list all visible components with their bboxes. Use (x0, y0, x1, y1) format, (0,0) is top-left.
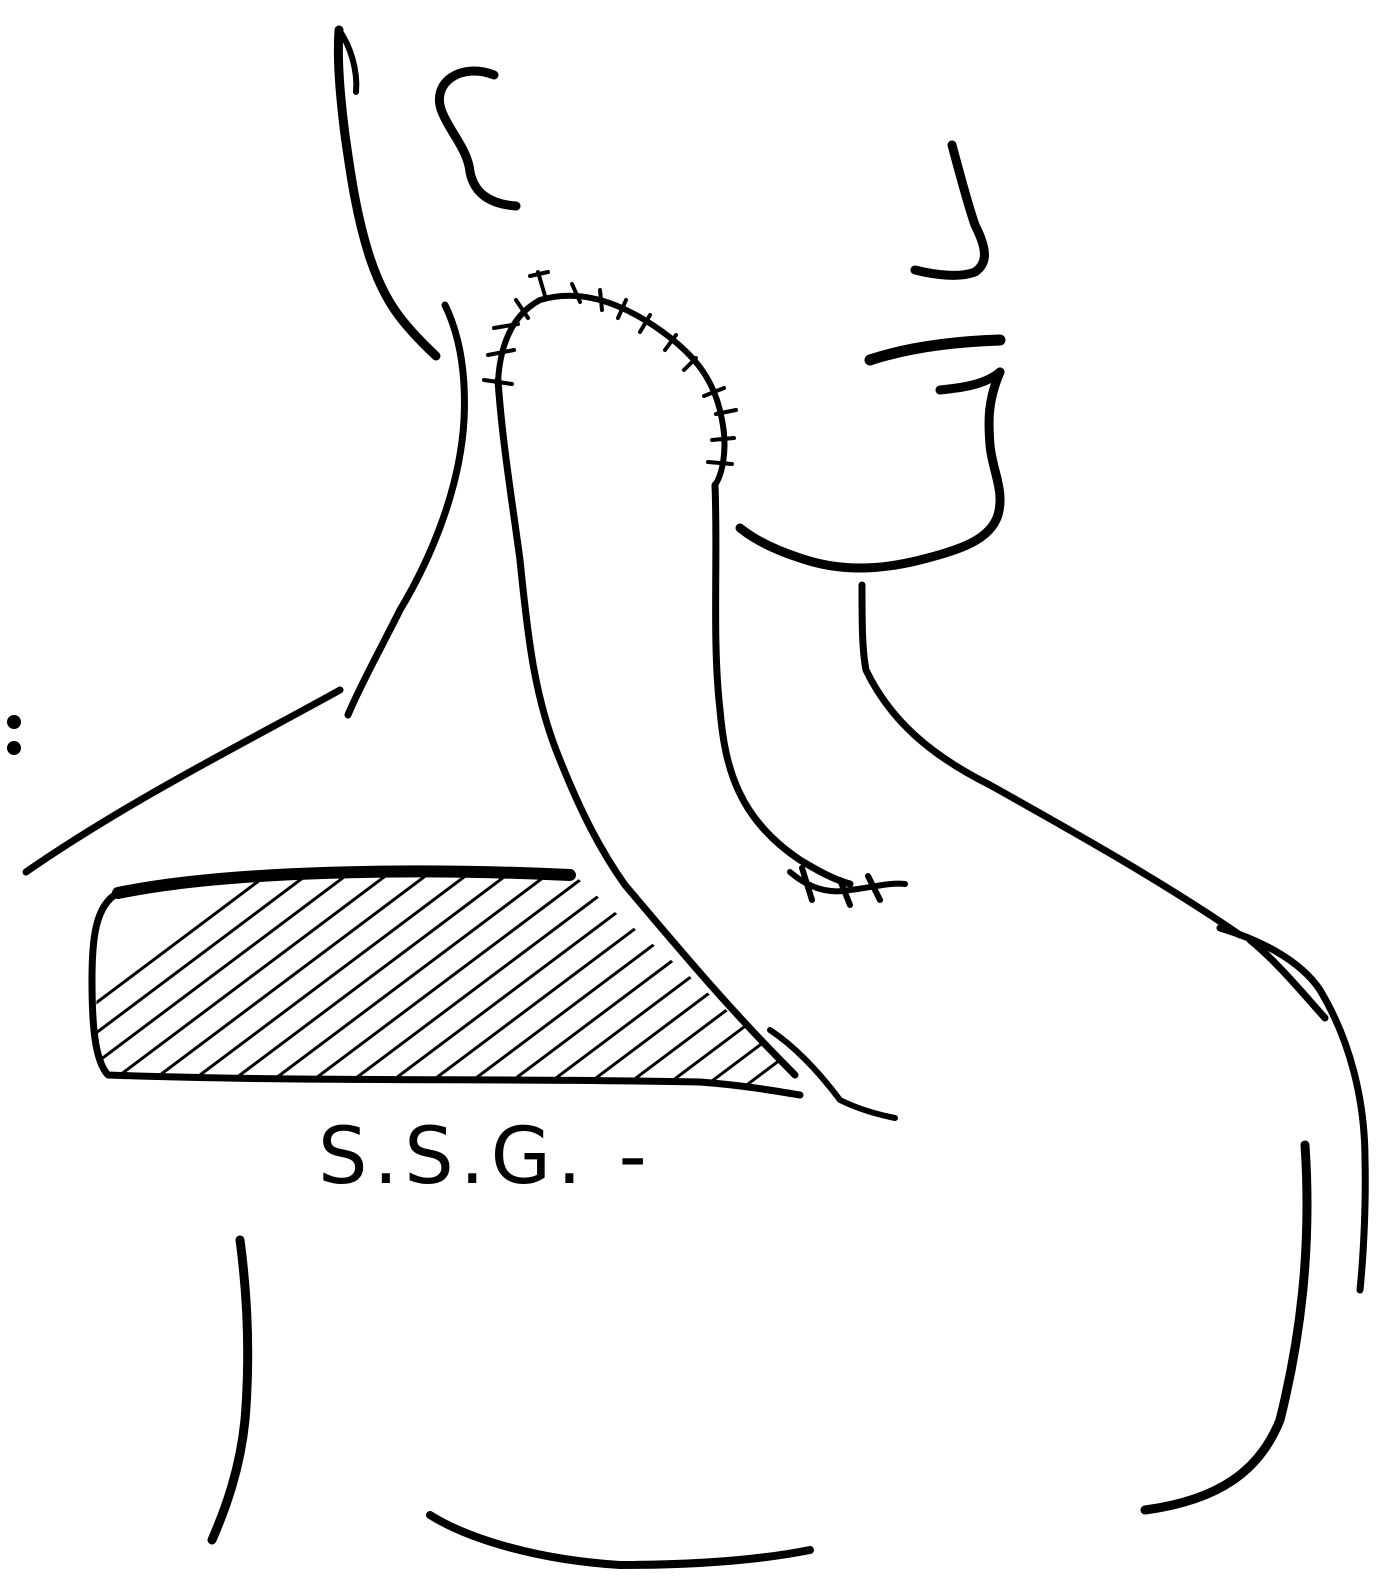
flap-suture-line (498, 296, 724, 485)
donor-site-top-edge (118, 871, 570, 893)
left-shoulder-line (26, 690, 340, 872)
margin-dot (7, 715, 21, 729)
front-neck-shoulder (862, 585, 1240, 935)
upper-lip (870, 340, 1000, 360)
lower-chest-curve (430, 1515, 810, 1565)
back-of-head-line (338, 30, 436, 356)
figure-label: S.S.G. - (318, 1118, 653, 1196)
left-chest-outline (212, 1240, 248, 1540)
donor-site-hatching (0, 850, 1060, 1150)
right-chest-outline (1145, 1145, 1307, 1510)
chin-jaw-outline (740, 372, 1000, 568)
ear-outline (439, 71, 516, 206)
left-neck-line (348, 305, 464, 715)
flap-right-edge (715, 485, 850, 884)
nose-outline (915, 145, 984, 275)
flap-left-edge (498, 380, 795, 1075)
donor-site-tip (770, 1030, 895, 1118)
margin-dot (7, 741, 21, 755)
